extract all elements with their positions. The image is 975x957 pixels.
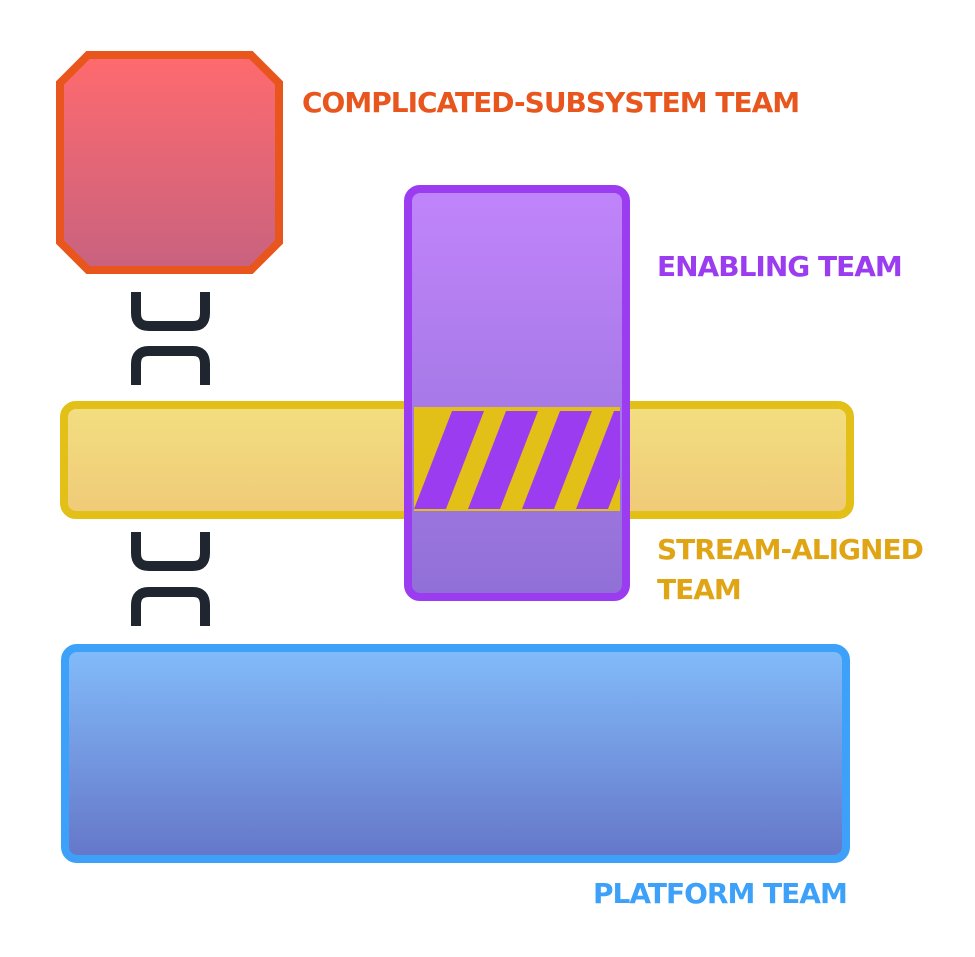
facilitating-interaction-zone — [414, 407, 620, 511]
enabling-team-label: ENABLING TEAM — [657, 250, 903, 283]
complicated-subsystem-team-label: COMPLICATED-SUBSYSTEM TEAM — [302, 86, 800, 119]
x-as-a-service-connector-bottom — [131, 532, 210, 626]
x-as-a-service-connector-top — [131, 292, 210, 385]
platform-team-label: PLATFORM TEAM — [593, 877, 848, 910]
platform-team-shape — [61, 644, 850, 863]
enabling-team-shape — [404, 185, 630, 601]
complicated-subsystem-team-shape — [56, 51, 283, 274]
stream-aligned-team-label-line2: TEAM — [657, 573, 742, 606]
stream-aligned-team-label-line1: STREAM-ALIGNED — [657, 533, 924, 566]
